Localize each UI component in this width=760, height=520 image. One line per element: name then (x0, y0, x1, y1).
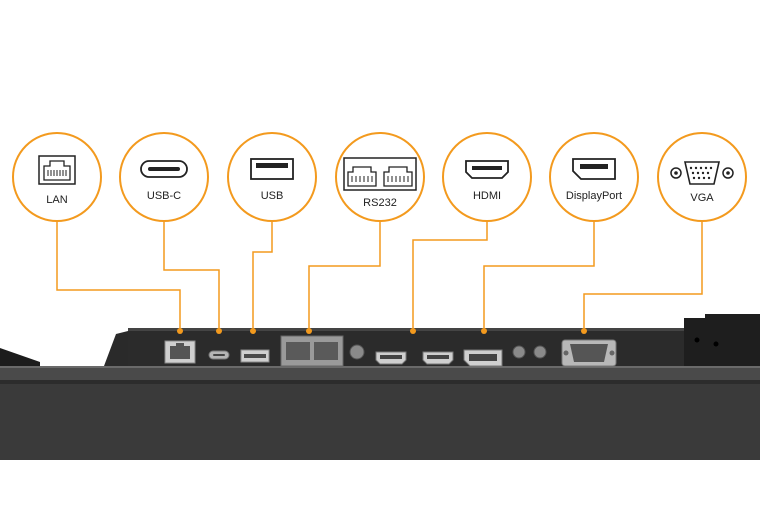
callout-label-displayport: DisplayPort (566, 190, 622, 202)
leader-line-usbc (163, 222, 220, 330)
callout-usbc: USB-C (119, 132, 209, 222)
leader-line-rs232 (308, 222, 381, 330)
usb-c-port (208, 350, 230, 360)
leader-dots (177, 328, 587, 334)
device-body (0, 314, 760, 460)
device-ports (164, 335, 617, 367)
displayport-port (463, 349, 503, 367)
displayport-icon (572, 158, 616, 180)
leader-line-usb (252, 222, 273, 330)
usb-port (240, 349, 270, 363)
lan-icon (38, 155, 76, 185)
callout-label-lan: LAN (46, 194, 67, 206)
usb-c-icon (140, 160, 188, 178)
callout-label-usb: USB (261, 190, 284, 202)
callout-rs232: RS232 (335, 132, 425, 222)
callout-vga: VGA (657, 132, 747, 222)
callout-displayport: DisplayPort (549, 132, 639, 222)
hdmi-port-1 (375, 351, 407, 365)
leader-line-displayport (483, 222, 595, 330)
callout-hdmi: HDMI (442, 132, 532, 222)
callouts: LAN USB-C USB (12, 132, 747, 222)
callout-label-rs232: RS232 (363, 197, 397, 209)
vga-port (561, 339, 617, 367)
leader-lines (56, 222, 703, 330)
leader-line-vga (583, 222, 703, 330)
hdmi-port-2 (422, 351, 454, 365)
hdmi-icon (465, 160, 509, 179)
vga-icon (670, 161, 734, 185)
callout-label-hdmi: HDMI (473, 190, 501, 202)
rs232-port (280, 335, 344, 367)
leader-line-lan (56, 222, 181, 330)
rs232-icon (343, 157, 417, 191)
callout-usb: USB (227, 132, 317, 222)
lan-port (164, 340, 196, 364)
callout-label-usbc: USB-C (147, 190, 181, 202)
callout-label-vga: VGA (690, 192, 714, 204)
usb-icon (250, 158, 294, 180)
callout-lan: LAN (12, 132, 102, 222)
leader-line-hdmi (412, 222, 488, 330)
